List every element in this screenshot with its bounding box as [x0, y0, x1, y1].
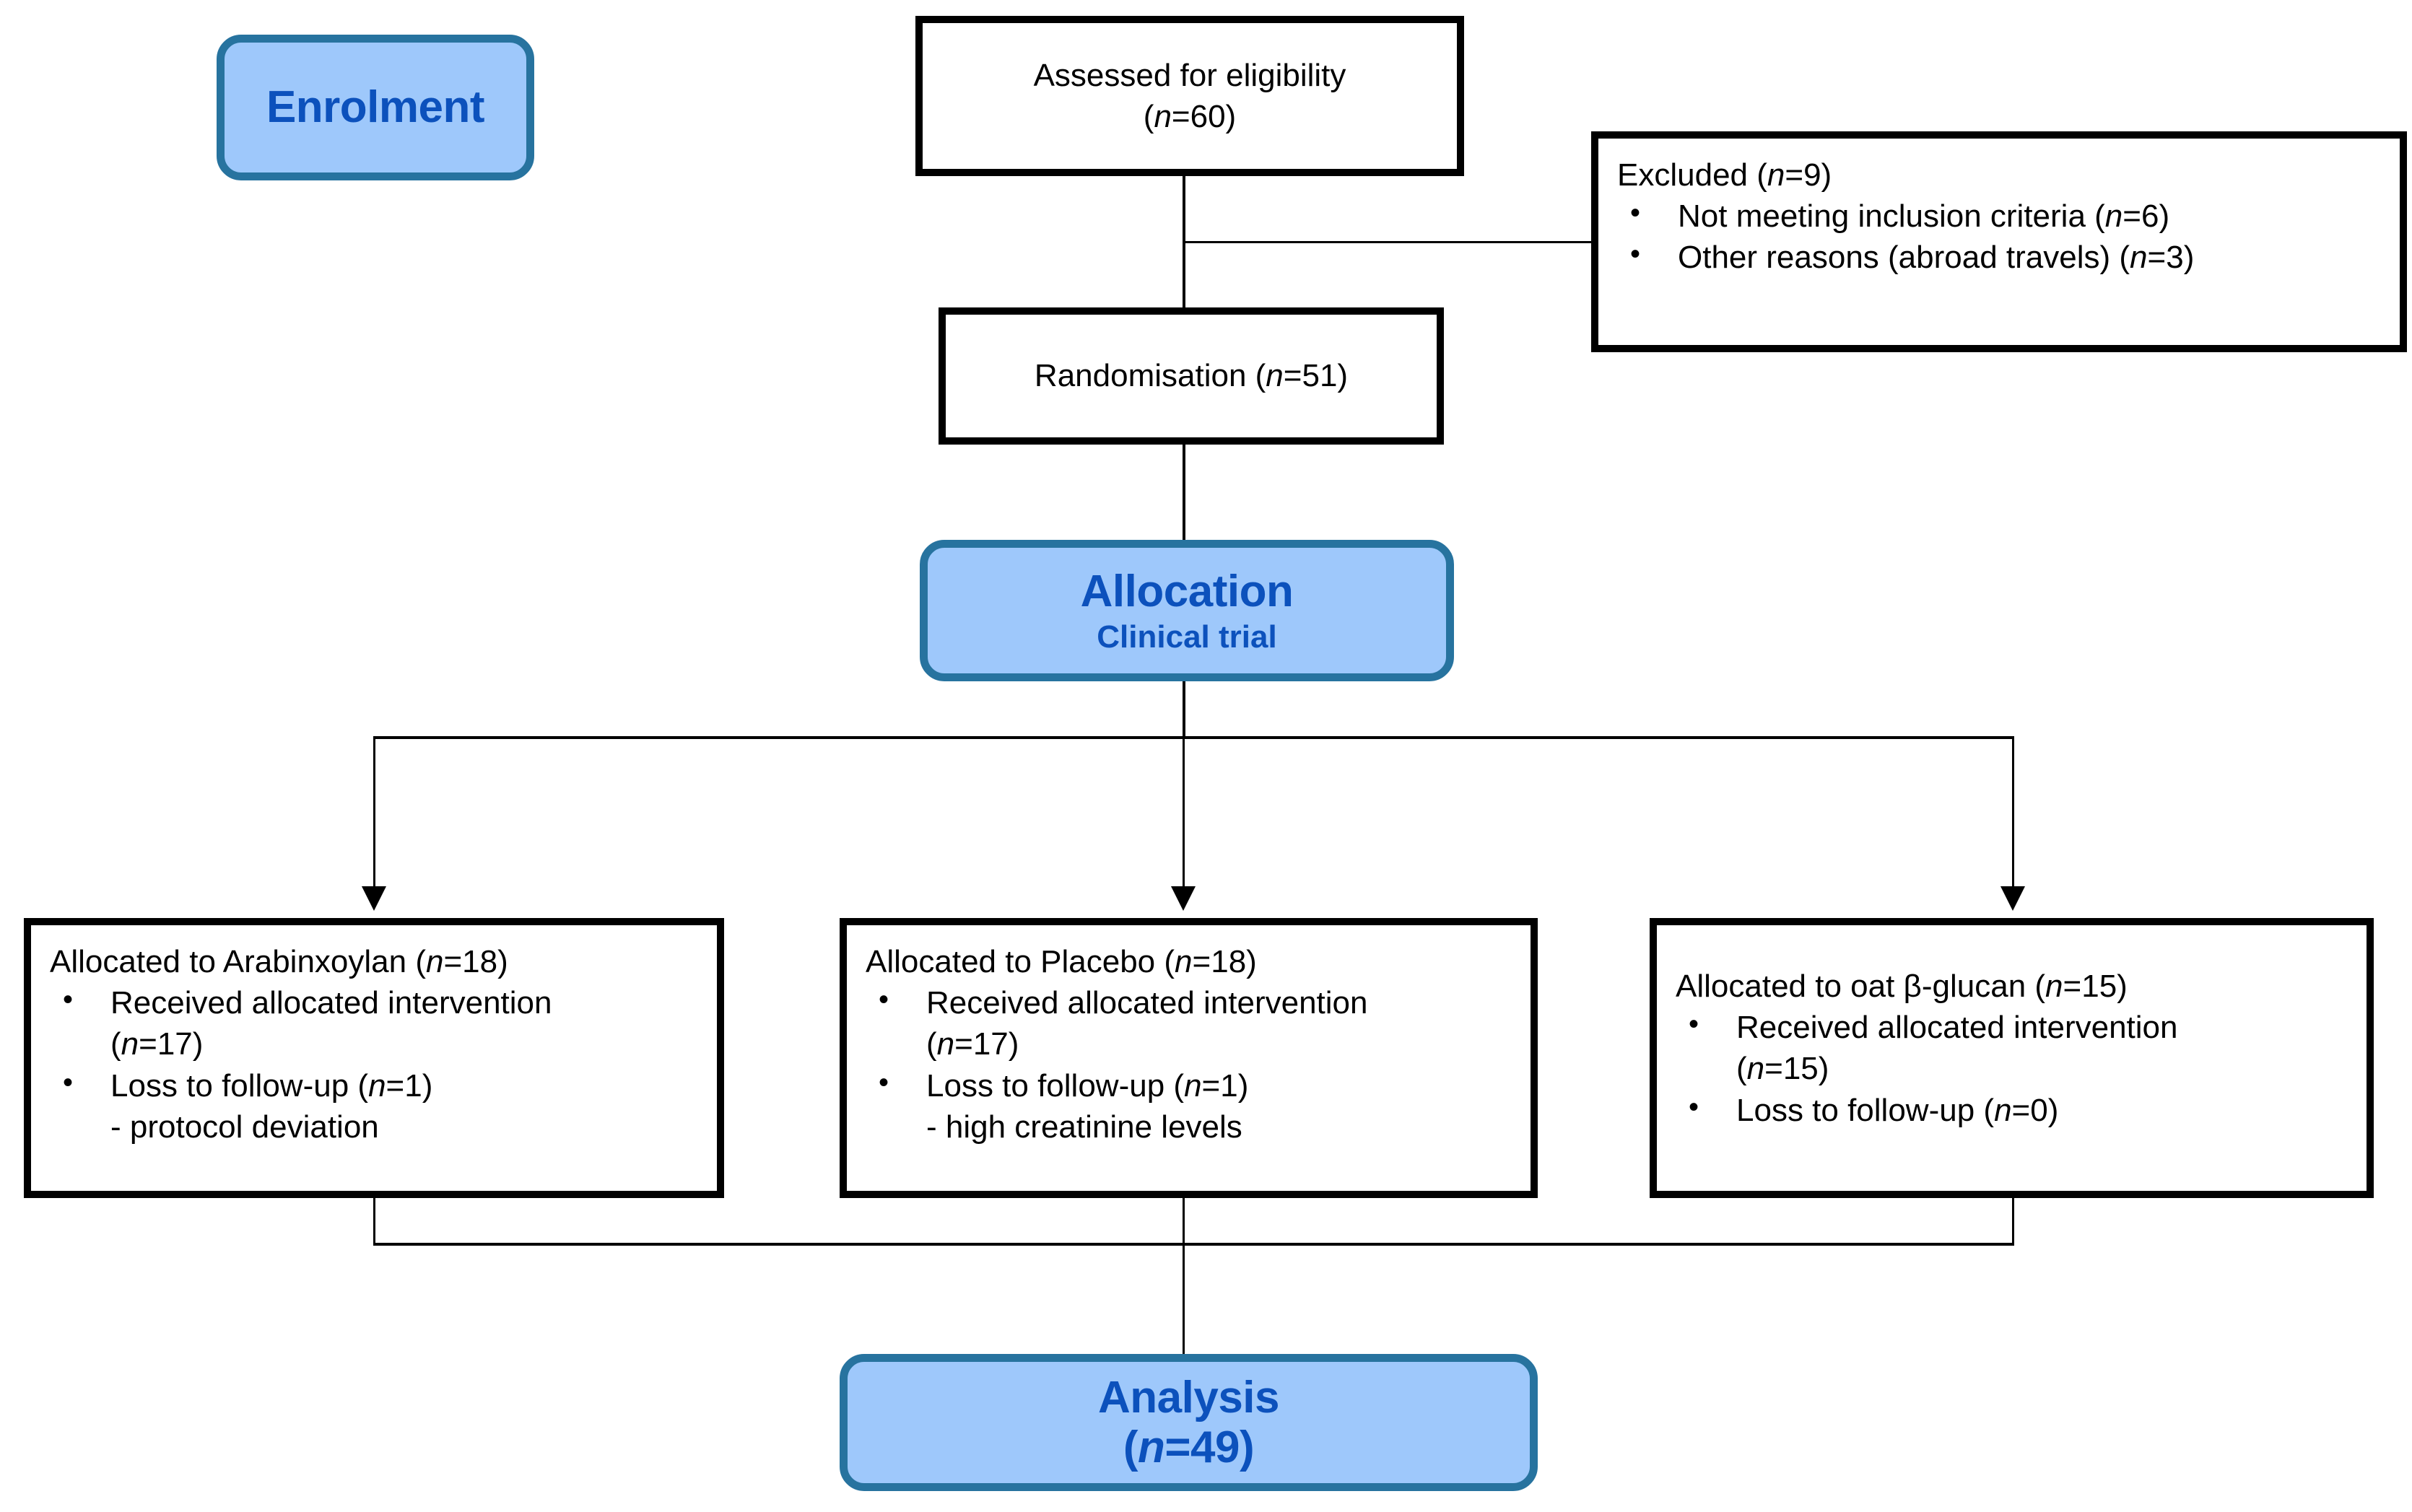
stage-label-enrolment: Enrolment — [217, 35, 534, 180]
eligibility-line-1: Assessed for eligibility — [1033, 57, 1346, 93]
arm2-bullet-list: Received allocated intervention(n=17) Lo… — [866, 981, 1512, 1106]
excluded-bullet-item: Not meeting inclusion criteria (n=6) — [1617, 194, 2381, 237]
node-arm-arabinxoylan: Allocated to Arabinxoylan (n=18) Receive… — [24, 918, 724, 1198]
arm1-bullet-item: Loss to follow-up (n=1) — [50, 1064, 698, 1106]
arm1-bullet-item: Received allocated intervention(n=17) — [50, 981, 698, 1065]
stage-label-analysis-text: Analysis — [1097, 1372, 1280, 1423]
connector-split-center-drop — [1183, 736, 1185, 888]
connector-split-left-drop — [373, 736, 375, 888]
eligibility-line-2: (n=60) — [1143, 99, 1237, 134]
connector-split-bar — [373, 736, 2013, 739]
connector-allocation-down — [1183, 681, 1185, 739]
node-arm-oat-beta-glucan: Allocated to oat β-glucan (n=15) Receive… — [1650, 918, 2374, 1198]
excluded-bullet-item: Other reasons (abroad travels) (n=3) — [1617, 235, 2381, 278]
arrowhead-to-arm-3 — [2000, 886, 2025, 911]
arm3-heading: Allocated to oat β-glucan (n=15) — [1676, 969, 2128, 1004]
connector-arm1-down — [373, 1198, 375, 1246]
arm2-sub-note: - high creatinine levels — [926, 1109, 1242, 1145]
arm2-bullet-item: Loss to follow-up (n=1) — [866, 1064, 1512, 1106]
arrowhead-to-arm-1 — [362, 886, 386, 911]
stage-label-analysis-count: (n=49) — [1123, 1423, 1255, 1472]
connector-randomisation-to-allocation — [1183, 445, 1185, 540]
stage-label-allocation-subtext: Clinical trial — [1097, 619, 1277, 655]
connector-to-excluded — [1183, 241, 1591, 243]
arm2-bullet-item: Received allocated intervention(n=17) — [866, 981, 1512, 1065]
stage-label-analysis: Analysis (n=49) — [840, 1354, 1538, 1491]
arm2-heading: Allocated to Placebo (n=18) — [866, 944, 1257, 979]
randomisation-label: Randomisation (n=51) — [1034, 358, 1349, 394]
stage-label-allocation-text: Allocation — [1080, 566, 1294, 616]
connector-merge-to-analysis — [1183, 1198, 1185, 1370]
node-arm-placebo: Allocated to Placebo (n=18) Received all… — [840, 918, 1538, 1198]
arm3-bullet-item: Received allocated intervention(n=15) — [1676, 1005, 2348, 1089]
stage-label-enrolment-text: Enrolment — [266, 82, 485, 133]
arm1-bullet-list: Received allocated intervention(n=17) Lo… — [50, 981, 698, 1106]
arm3-bullet-list: Received allocated intervention(n=15) Lo… — [1676, 1005, 2348, 1131]
arm1-heading: Allocated to Arabinxoylan (n=18) — [50, 944, 508, 979]
arm1-sub-note: - protocol deviation — [110, 1109, 379, 1145]
arrowhead-to-arm-2 — [1171, 886, 1196, 911]
connector-arm3-down — [2012, 1198, 2014, 1246]
node-excluded: Excluded (n=9) Not meeting inclusion cri… — [1591, 131, 2407, 352]
node-randomisation: Randomisation (n=51) — [939, 307, 1444, 445]
connector-merge-bar — [373, 1243, 2013, 1246]
excluded-bullet-list: Not meeting inclusion criteria (n=6) Oth… — [1617, 194, 2381, 278]
node-assessed-for-eligibility: Assessed for eligibility (n=60) — [915, 16, 1464, 176]
connector-split-right-drop — [2012, 736, 2014, 888]
excluded-heading: Excluded (n=9) — [1617, 157, 1832, 193]
arm3-bullet-item: Loss to follow-up (n=0) — [1676, 1088, 2348, 1131]
stage-label-allocation: Allocation Clinical trial — [920, 540, 1454, 681]
